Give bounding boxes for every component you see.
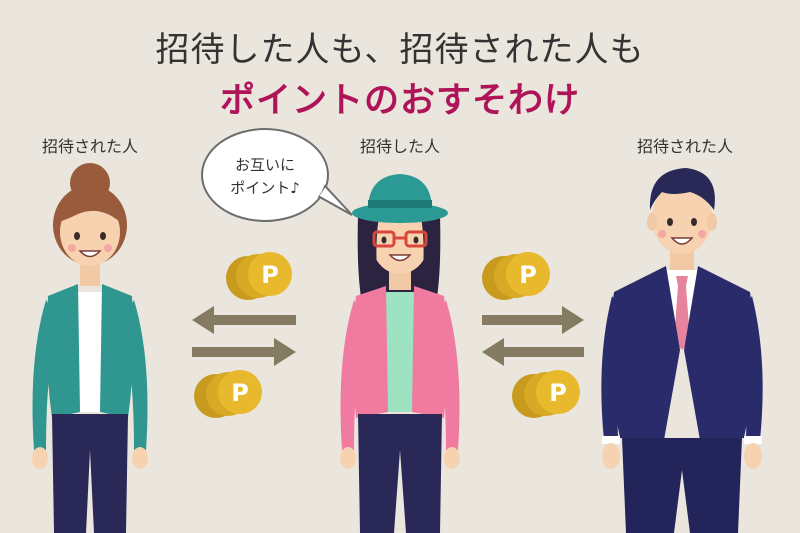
coin-stack-top-left: P [226, 252, 292, 300]
arrow-right-icon [482, 306, 584, 334]
left-person [32, 163, 148, 533]
coin-icon [536, 370, 580, 414]
coin-stack-bottom-left: P [194, 370, 262, 418]
coin-icon [506, 252, 550, 296]
headline-line1: 招待した人も、招待された人も [155, 30, 645, 70]
coin-letter: P [549, 379, 567, 407]
speech-bubble-icon: お互いに ポイント♪ [201, 128, 353, 222]
center-person [340, 174, 460, 533]
arrow-right-icon [192, 338, 296, 366]
coin-letter: P [261, 261, 279, 289]
center-person-label: 招待した人 [359, 137, 440, 156]
coin-icon [248, 252, 292, 296]
left-person-label: 招待された人 [41, 137, 138, 156]
speech-bubble-line1: お互いに [235, 156, 295, 174]
arrow-left-icon [192, 306, 296, 334]
coin-icon [218, 370, 262, 414]
coin-letter: P [519, 261, 537, 289]
coin-stack-bottom-right: P [512, 370, 580, 418]
headline-line2: ポイントのおすそわけ [219, 81, 580, 121]
coin-letter: P [231, 379, 249, 407]
right-person [601, 168, 763, 533]
arrow-left-icon [482, 338, 584, 366]
coin-stack-top-right: P [482, 252, 550, 300]
right-person-label: 招待された人 [636, 137, 733, 156]
speech-bubble-line2: ポイント♪ [230, 179, 300, 197]
